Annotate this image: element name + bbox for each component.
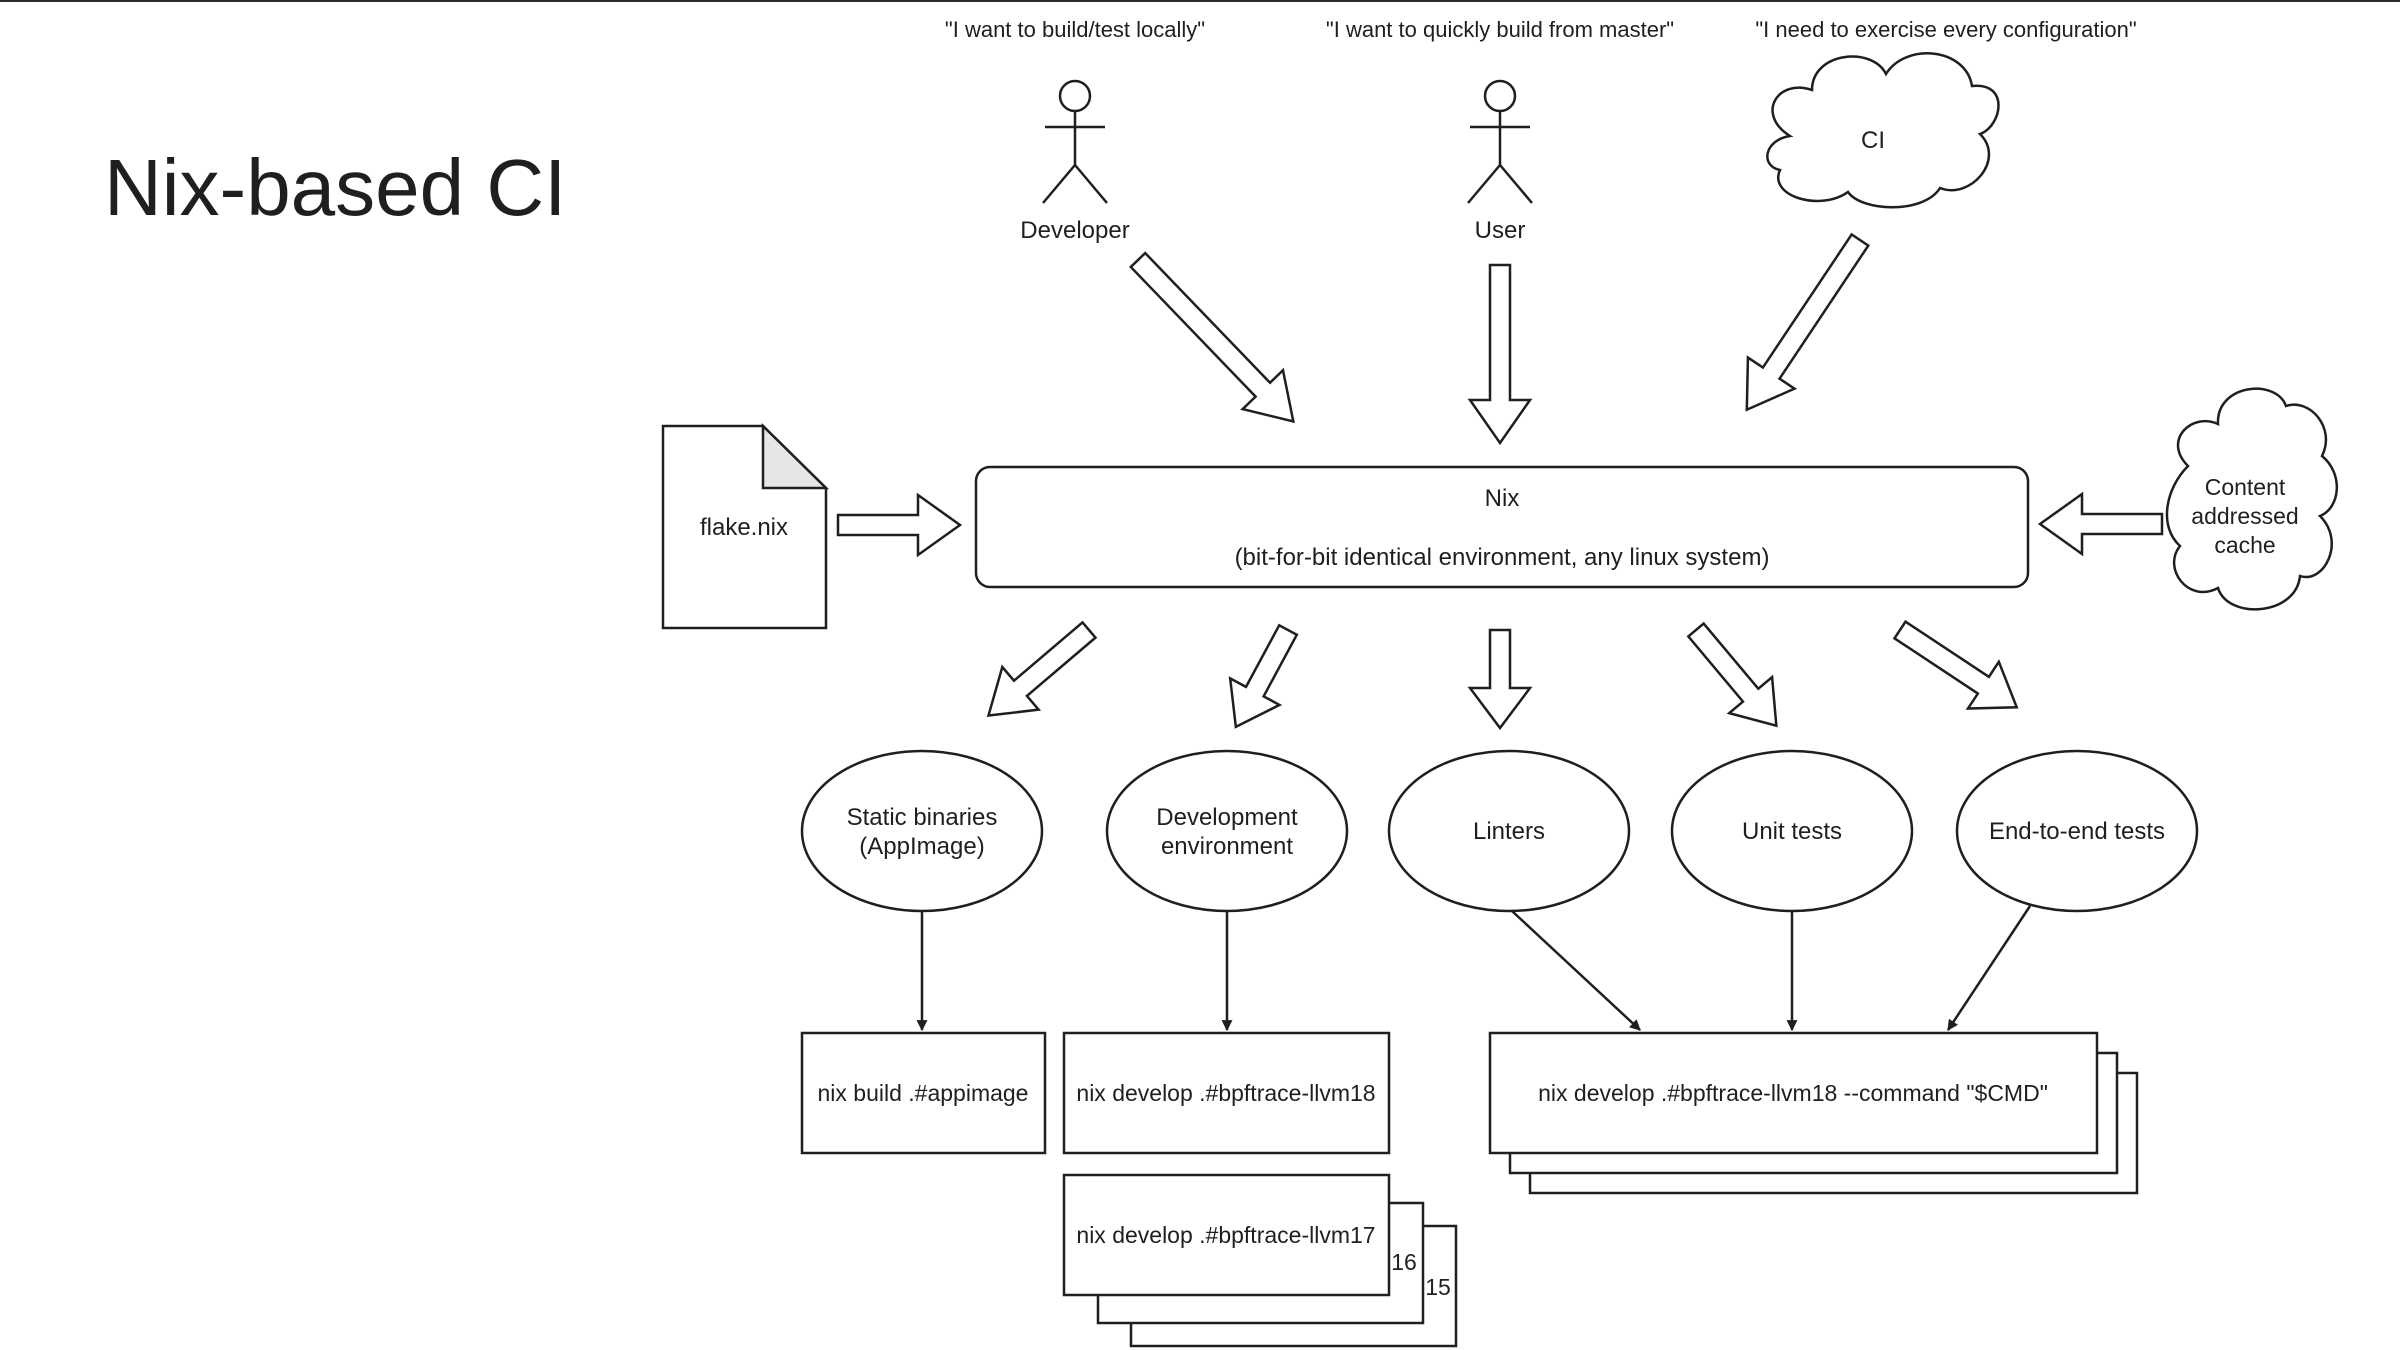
static-binaries-line1: Static binaries — [847, 804, 998, 831]
dev-environment-line1: Development — [1156, 804, 1298, 831]
static-binaries-node — [800, 749, 1044, 913]
llvm15-stack-label: 15 — [1425, 1274, 1451, 1300]
user-label: User — [1475, 217, 1526, 244]
e2e-tests-node — [1955, 749, 2199, 913]
linters-node — [1387, 749, 1631, 913]
ci-cloud-icon — [1766, 52, 2000, 209]
dev-environment-node — [1105, 749, 1349, 913]
nix-to-e2e-arrow — [1892, 619, 2019, 710]
top-border-line — [0, 0, 2400, 2]
nix-box-subtitle: (bit-for-bit identical environment, any … — [1235, 544, 1770, 571]
llvm17-command: nix develop .#bpftrace-llvm17 — [1076, 1222, 1375, 1248]
appimage-command-box — [800, 1031, 1047, 1155]
ci-to-nix-arrow — [1745, 232, 1871, 412]
linters-label: Linters — [1473, 818, 1545, 845]
static-binaries-line2: (AppImage) — [859, 833, 984, 860]
flake-file-fold — [761, 423, 830, 490]
e2e-tests-label: End-to-end tests — [1989, 818, 2165, 845]
llvm16-stack-label: 16 — [1391, 1249, 1417, 1275]
developer-actor-icon — [1042, 79, 1108, 204]
nix-box — [974, 465, 2030, 589]
nix-to-static-arrow — [986, 620, 1098, 718]
cache-label-line3: cache — [2214, 532, 2275, 558]
user-to-nix-arrow — [1467, 263, 1533, 446]
flake-label: flake.nix — [700, 514, 788, 541]
llvm17-command-box — [1062, 1173, 1391, 1297]
cache-cloud-icon — [2165, 387, 2338, 611]
nix-to-linters-arrow — [1467, 628, 1533, 731]
quote-user: "I want to quickly build from master" — [1326, 17, 1674, 42]
nix-to-unit-tests-arrow — [1686, 621, 1778, 728]
cache-label-line2: addressed — [2191, 503, 2298, 529]
quote-ci: "I need to exercise every configuration" — [1755, 17, 2136, 42]
linters-to-command-connector — [1511, 910, 1641, 1031]
test-command: nix develop .#bpftrace-llvm18 --command … — [1538, 1080, 2048, 1106]
quote-developer: "I want to build/test locally" — [945, 17, 1205, 42]
developer-to-nix-arrow — [1129, 251, 1295, 424]
cache-label-line1: Content — [2205, 474, 2286, 500]
e2e-to-command-connector — [1946, 905, 2032, 1031]
developer-label: Developer — [1020, 217, 1129, 244]
llvm18-command-box — [1062, 1031, 1391, 1155]
slide-title: Nix-based CI — [104, 143, 567, 232]
llvm18-command: nix develop .#bpftrace-llvm18 — [1076, 1080, 1375, 1106]
ci-label: CI — [1861, 127, 1885, 154]
user-actor-icon — [1467, 79, 1533, 204]
flake-to-nix-arrow — [836, 492, 963, 558]
unit-tests-label: Unit tests — [1742, 818, 1842, 845]
appimage-command: nix build .#appimage — [818, 1080, 1029, 1106]
nix-to-dev-env-arrow — [1228, 623, 1299, 729]
nix-box-title: Nix — [1485, 485, 1520, 512]
dev-environment-line2: environment — [1161, 833, 1293, 860]
command-box-front — [1488, 1031, 2099, 1155]
cache-to-nix-arrow — [2037, 491, 2164, 557]
